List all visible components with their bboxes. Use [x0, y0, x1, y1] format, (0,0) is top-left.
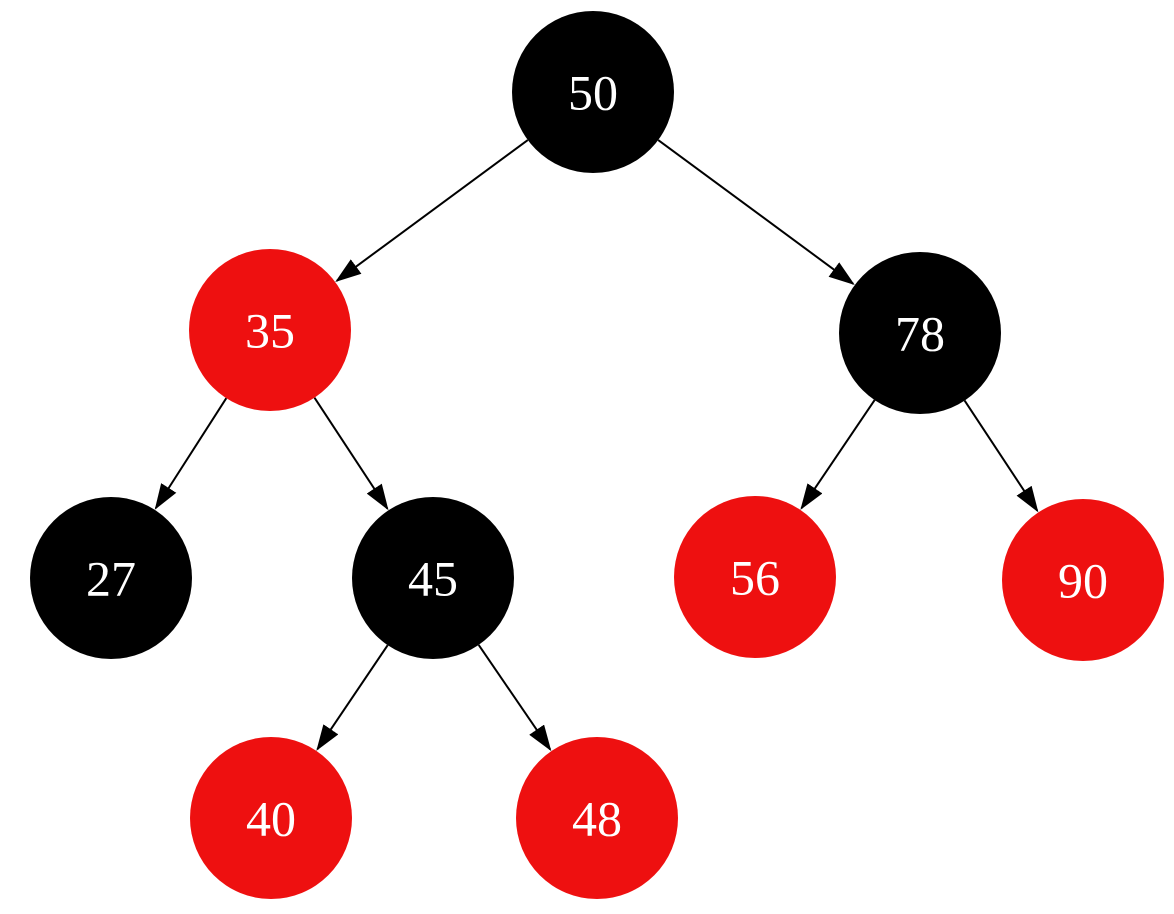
- tree-node-circle-black: [839, 252, 1001, 414]
- tree-node-45: 45: [352, 497, 514, 659]
- tree-node-circle-red: [189, 249, 351, 411]
- tree-edge-35-27: [154, 397, 228, 510]
- edges-layer: [154, 139, 1039, 752]
- tree-node-27: 27: [30, 497, 192, 659]
- tree-node-40: 40: [190, 737, 352, 899]
- tree-node-circle-red: [674, 496, 836, 658]
- tree-node-90: 90: [1002, 499, 1164, 661]
- tree-node-circle-black: [512, 11, 674, 173]
- tree-edge-45-48: [477, 644, 552, 752]
- tree-edge-78-90: [963, 400, 1039, 513]
- tree-node-78: 78: [839, 252, 1001, 414]
- tree-edge-50-78: [657, 139, 855, 285]
- tree-node-50: 50: [512, 11, 674, 173]
- tree-node-circle-red: [516, 737, 678, 899]
- nodes-layer: 50 35 78 27 45 56 90 40 48: [30, 11, 1164, 899]
- tree-edge-78-56: [800, 399, 876, 510]
- tree-node-circle-black: [352, 497, 514, 659]
- tree-edge-45-40: [316, 644, 389, 751]
- tree-node-48: 48: [516, 737, 678, 899]
- tree-node-56: 56: [674, 496, 836, 658]
- tree-node-circle-red: [1002, 499, 1164, 661]
- tree-edge-35-45: [313, 397, 389, 511]
- tree-edge-50-35: [335, 139, 529, 282]
- tree-node-35: 35: [189, 249, 351, 411]
- tree-node-circle-black: [30, 497, 192, 659]
- tree-node-circle-red: [190, 737, 352, 899]
